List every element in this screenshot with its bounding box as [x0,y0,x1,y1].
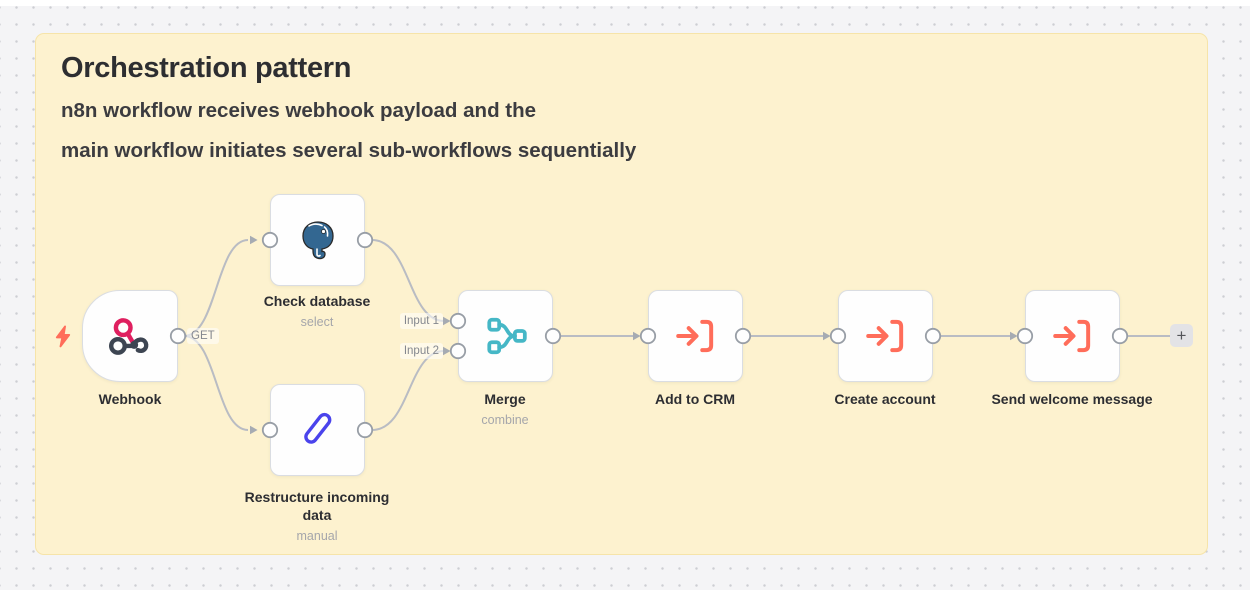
add-node-button[interactable]: + [1170,324,1193,347]
sticky-subtitle-line1: n8n workflow receives webhook payload an… [61,99,537,122]
node-check-database[interactable] [270,194,365,286]
node-label-restructure: Restructure incoming data manual [237,488,397,545]
node-label-create-account: Create account [834,391,936,407]
merge-input2-label: Input 2 [399,343,443,359]
node-restructure-incoming-data[interactable] [270,384,365,476]
node-label-add-to-crm: Add to CRM [654,391,736,407]
node-label-webhook: Webhook [98,391,162,407]
sticky-title: Orchestration pattern [61,52,352,84]
node-merge[interactable] [458,290,553,382]
node-label-check-database: Check database select [227,292,407,331]
node-label-send-welcome: Send welcome message [991,391,1153,407]
sticky-subtitle: n8n workflow receives webhook payload an… [36,85,1207,171]
webhook-output-label: GET [187,328,219,344]
node-label-merge: Merge combine [415,390,595,429]
node-send-welcome-message[interactable] [1025,290,1120,382]
node-sublabel-merge: combine [481,413,529,427]
node-add-to-crm[interactable] [648,290,743,382]
node-sublabel-check-database: select [300,315,334,329]
execute-workflow-icon [675,319,713,353]
execute-workflow-icon [865,319,903,353]
node-sublabel-restructure: manual [296,529,338,543]
postgresql-icon [301,221,334,260]
sticky-subtitle-line2: main workflow initiates several sub-work… [61,139,637,162]
trigger-bolt-icon [55,325,71,348]
edit-pencil-icon [303,412,331,444]
webhook-icon [108,318,149,355]
node-webhook[interactable] [82,290,178,382]
execute-workflow-icon [1052,319,1090,353]
node-create-account[interactable] [838,290,933,382]
merge-icon [486,317,527,355]
merge-input1-label: Input 1 [399,313,443,329]
